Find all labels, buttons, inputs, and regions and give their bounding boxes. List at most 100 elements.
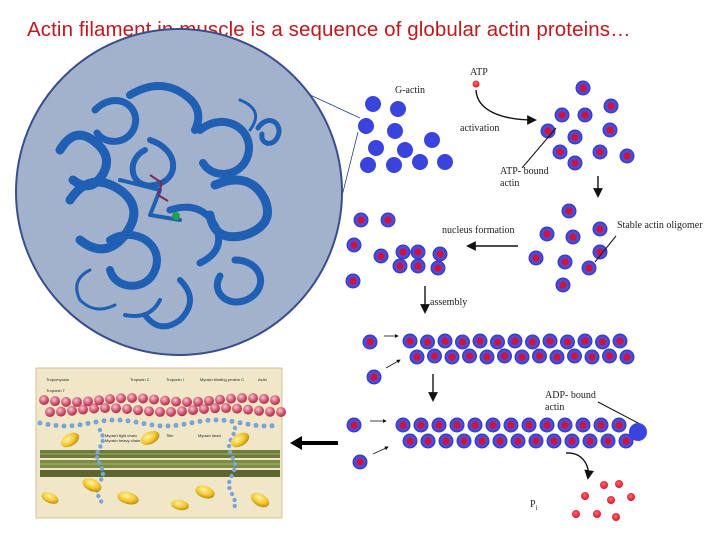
actin-bead [99, 499, 104, 504]
muscle-labels: Tropomyosin Troponin C Troponin I Myosin… [46, 377, 267, 443]
actin-bead [395, 417, 411, 433]
actin-bead [402, 433, 418, 449]
actin-bead [173, 422, 179, 428]
actin-bead [85, 420, 91, 426]
actin-bead [100, 438, 105, 444]
svg-text:Actin: Actin [258, 377, 267, 382]
actin-bead [199, 403, 209, 414]
actin-bead [89, 403, 99, 414]
actin-bead [83, 396, 93, 407]
actin-bead [231, 431, 236, 437]
actin-filament [402, 333, 635, 365]
actin-bead [546, 433, 562, 449]
actin-bead [276, 406, 286, 417]
actin-bead [93, 419, 99, 425]
actin-bead [138, 393, 148, 404]
muscle-illustration: Tropomyosin Troponin C Troponin I Myosin… [35, 367, 286, 519]
actin-bead [94, 455, 100, 460]
actin-bead [254, 405, 264, 416]
actin-bead [269, 423, 275, 429]
actin-bead [97, 427, 103, 433]
actin-bead [50, 396, 60, 407]
actin-bead [595, 334, 610, 350]
actin-bead [492, 433, 508, 449]
actin-bead [409, 349, 425, 365]
filament-row-2 [346, 417, 368, 470]
adp-actin-filament [395, 417, 647, 449]
actin-bead [189, 420, 195, 426]
actin-bead [619, 349, 635, 365]
assembly-label: assembly [430, 297, 467, 308]
actin-bead [56, 406, 66, 417]
actin-bead [437, 333, 453, 349]
actin-bead [514, 349, 530, 365]
svg-text:Troponin T: Troponin T [46, 388, 66, 393]
g-actin-cluster [358, 96, 453, 173]
actin-bead [431, 417, 447, 433]
actin-bead [245, 421, 251, 427]
actin-bead [99, 477, 104, 482]
actin-bead [582, 433, 598, 449]
actin-bead [261, 423, 267, 429]
actin-bead [155, 406, 165, 417]
actin-bead [611, 417, 627, 433]
actin-bead [72, 396, 82, 407]
actin-bead [100, 403, 110, 414]
actin-bead [427, 348, 442, 364]
stable-oligomer-cluster [528, 203, 608, 293]
actin-bead [226, 443, 232, 449]
actin-bead [96, 460, 102, 466]
atp-bound-cluster [540, 80, 635, 171]
actin-bead [133, 405, 143, 416]
actin-bead [456, 433, 472, 449]
actin-bead [166, 406, 176, 417]
actin-bead [629, 423, 647, 441]
actin-bead [449, 417, 465, 433]
activation-label: activation [460, 123, 499, 134]
svg-text:Troponin C: Troponin C [130, 377, 150, 382]
actin-bead [96, 493, 101, 499]
svg-text:Troponin I: Troponin I [166, 377, 184, 382]
actin-bead [149, 422, 155, 428]
actin-bead [181, 421, 187, 427]
adp-bound-label-line2: actin [545, 402, 564, 413]
actin-bead [593, 417, 609, 433]
actin-bead [213, 417, 219, 423]
actin-bead [528, 433, 544, 449]
actin-bead [45, 407, 55, 417]
actin-bead [521, 417, 537, 433]
actin-bead [497, 348, 512, 364]
actin-bead [101, 418, 107, 424]
actin-bead [575, 417, 591, 433]
actin-bead [109, 417, 115, 423]
actin-bead [557, 417, 573, 433]
actin-bead [193, 396, 203, 407]
actin-bead [39, 395, 49, 405]
actin-bead [149, 394, 159, 405]
actin-bead [61, 396, 71, 407]
actin-bead [577, 333, 593, 349]
nucleus-formation-label: nucleus formation [442, 225, 514, 236]
actin-bead [549, 349, 565, 365]
actin-bead [37, 420, 43, 426]
actin-bead [197, 418, 203, 424]
actin-bead [612, 333, 628, 349]
actin-bead [539, 417, 555, 433]
actin-bead [420, 334, 435, 350]
actin-bead [472, 333, 488, 349]
actin-bead [479, 349, 495, 365]
svg-text:Myosin binding protein C: Myosin binding protein C [200, 377, 244, 382]
myosin-heads [41, 431, 270, 511]
nucleus-cluster [345, 212, 448, 289]
actin-bead [229, 491, 235, 497]
actin-bead [53, 423, 59, 429]
actin-bead [503, 417, 519, 433]
actin-bead [227, 479, 232, 485]
curved-arrow-icon [565, 452, 595, 480]
straight-arrow-icon [372, 446, 389, 455]
actin-bead [226, 393, 236, 404]
actin-bead [232, 403, 242, 414]
stable-oligomer-label: Stable actin oligomer [617, 220, 703, 231]
actin-bead [100, 433, 105, 438]
actin-bead [237, 393, 247, 404]
